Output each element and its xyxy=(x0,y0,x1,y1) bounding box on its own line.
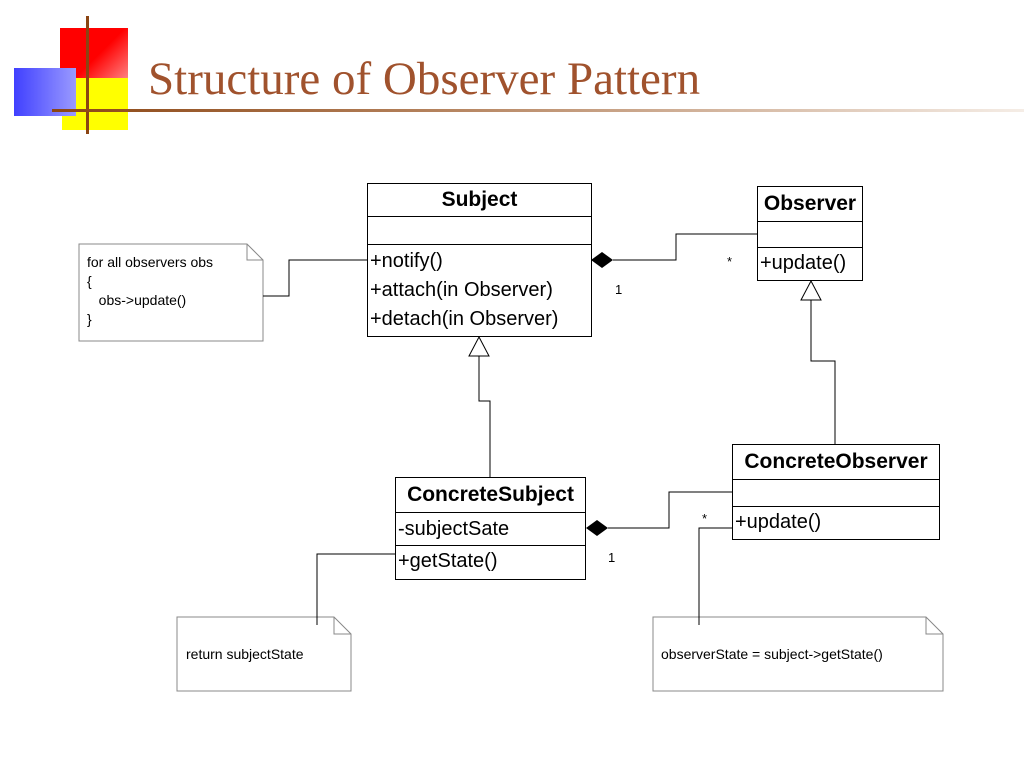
notify-note-shape xyxy=(78,243,264,342)
concrete-observer-operations: +update() xyxy=(733,506,939,537)
subject-op-notify: +notify() xyxy=(370,250,443,272)
notify-note: for all observers obs { obs->update() } xyxy=(87,254,214,327)
notify-note-anchor xyxy=(263,259,368,297)
subject-operations: +notify() +attach(in Observer) +detach(i… xyxy=(368,244,591,334)
observer-attributes xyxy=(758,221,862,247)
observerstate-note-anchor xyxy=(698,527,733,625)
subject-op-detach: +detach(in Observer) xyxy=(370,308,559,330)
getstate-note-fold xyxy=(333,617,351,635)
concrete-subject-class: ConcreteSubject -subjectSate +getState() xyxy=(395,477,586,580)
observerstate-note-shape xyxy=(652,616,944,692)
deco-blue-square xyxy=(14,68,76,116)
concrete-subject-attributes: -subjectSate xyxy=(396,512,585,545)
getstate-note-shape xyxy=(176,616,352,692)
observer-generalization-line xyxy=(810,300,836,445)
deco-vertical-bar xyxy=(86,16,89,134)
observer-op-update: +update() xyxy=(760,252,847,274)
subject-generalization-line xyxy=(478,356,491,478)
title-underline xyxy=(52,109,1024,112)
subject-composition-diamond xyxy=(591,252,613,268)
concrete-observer-attributes xyxy=(733,479,939,506)
concrete-subject-multiplicity: 1 xyxy=(608,550,616,565)
notify-note-fold xyxy=(246,244,263,261)
concrete-subject-attr: -subjectSate xyxy=(398,518,510,540)
subject-multiplicity: 1 xyxy=(615,282,623,297)
subject-op-attach: +attach(in Observer) xyxy=(370,279,553,301)
slide-title: Structure of Observer Pattern xyxy=(148,53,701,105)
observer-class: Observer +update() xyxy=(757,186,863,281)
subject-class-name: Subject xyxy=(441,188,518,211)
concrete-observer-class-name: ConcreteObserver xyxy=(744,450,928,473)
getstate-note: return subjectState xyxy=(186,646,304,662)
subject-observer-association xyxy=(613,233,758,261)
concrete-observer-class: ConcreteObserver +update() xyxy=(732,444,940,540)
observerstate-note: observerState = subject->getState() xyxy=(661,646,883,662)
concrete-subject-operations: +getState() xyxy=(396,545,585,576)
subject-class: Subject +notify() +attach(in Observer) +… xyxy=(367,183,592,337)
observer-inheritance-arrow xyxy=(800,279,822,301)
observer-operations: +update() xyxy=(758,247,862,278)
observer-class-name: Observer xyxy=(763,192,857,215)
concrete-subject-class-name: ConcreteSubject xyxy=(407,483,574,506)
concrete-subject-composition-diamond xyxy=(586,520,608,536)
concrete-subject-op-getstate: +getState() xyxy=(398,550,498,572)
concrete-association xyxy=(608,491,733,529)
observerstate-note-fold xyxy=(925,617,943,635)
observer-multiplicity: * xyxy=(727,254,733,269)
subject-inheritance-arrow xyxy=(468,335,490,357)
concrete-observer-op-update: +update() xyxy=(735,511,822,533)
subject-attributes xyxy=(368,216,591,244)
concrete-observer-multiplicity: * xyxy=(702,511,708,526)
getstate-note-anchor xyxy=(316,553,396,625)
